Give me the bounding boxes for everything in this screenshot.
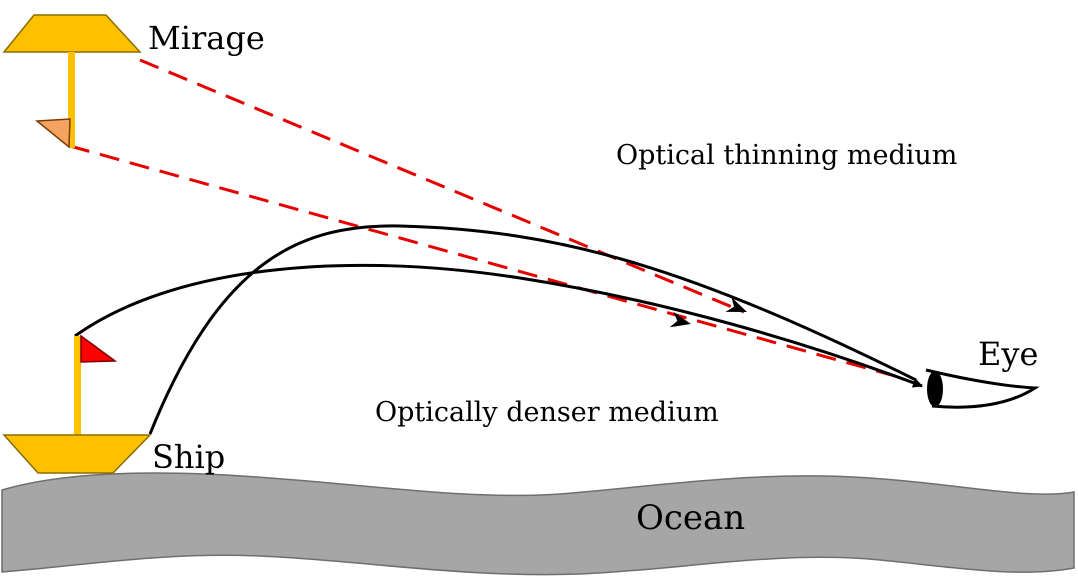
eye-label: Eye: [978, 335, 1038, 373]
mirage-ship-icon: [2, 14, 142, 149]
ship-flag-icon: [80, 334, 118, 363]
mirage-hull: [2, 14, 142, 53]
ship-mast: [74, 336, 81, 436]
upper-medium-label: Optical thinning medium: [616, 140, 957, 171]
ship-hull: [2, 434, 152, 474]
dashed-ray-top: [139, 58, 745, 314]
arrowhead-lower-ray: [669, 311, 691, 328]
dashed-ray-bottom: [69, 144, 903, 380]
ship-icon: [2, 334, 152, 474]
mirage-label: Mirage: [148, 19, 265, 57]
arrowhead-upper-ray: [725, 297, 747, 312]
ray-from-hull: [148, 224, 917, 435]
mirage-mast: [68, 52, 75, 148]
lower-medium-label: Optically denser medium: [375, 397, 719, 428]
eye-outline: [925, 368, 1040, 409]
ship-label: Ship: [152, 438, 225, 476]
ocean-band: [1, 472, 1075, 576]
ray-from-flag: [74, 263, 923, 388]
mirage-flag-icon: [35, 118, 71, 149]
eye-pupil: [927, 371, 943, 407]
ocean-label: Ocean: [636, 498, 745, 538]
eye-icon: [925, 368, 1040, 409]
